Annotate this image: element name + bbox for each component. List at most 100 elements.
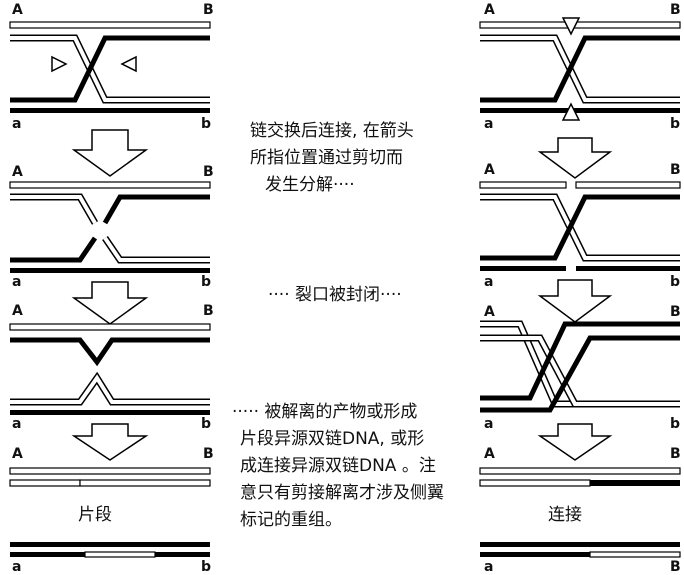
light-strand — [479, 467, 681, 475]
label-a: a — [12, 116, 21, 132]
label-A: A — [484, 304, 495, 320]
light-strand — [10, 374, 210, 404]
label-B: B — [670, 162, 681, 178]
label-A: A — [12, 446, 23, 462]
left-stage-3: A B a b — [9, 303, 214, 432]
label-A: A — [12, 303, 23, 319]
caption-step1-line1: 链交换后连接, 在箭头 — [250, 121, 414, 141]
caption-step3-line3: 成连接异源双链DNA 。注 — [240, 456, 436, 476]
caption-step3-line5: 标记的重组。 — [240, 510, 342, 530]
dark-strand — [480, 194, 680, 261]
caption-step3-line1: ····· 被解离的产物或形成 — [232, 402, 417, 422]
light-strand-outline — [480, 334, 680, 408]
label-A: A — [12, 164, 23, 180]
dark-strand — [102, 194, 210, 225]
right-stage-3: A B a b — [480, 304, 681, 432]
cut-arrow-icon — [51, 55, 68, 73]
dark-strand — [480, 108, 680, 113]
light-strand — [10, 36, 210, 102]
light-strand-outline — [10, 34, 210, 104]
label-b: b — [670, 416, 680, 432]
light-strand — [479, 479, 591, 487]
label-B: B — [670, 304, 681, 320]
label-B: B — [670, 446, 681, 462]
light-strand — [84, 551, 156, 558]
dark-strand — [10, 542, 210, 547]
light-strand — [9, 467, 211, 475]
down-arrow-icon — [537, 279, 613, 323]
caption-step2: ···· 裂口被封闭···· — [268, 285, 402, 305]
caption-step3-line4: 意只有剪接解离才涉及侧翼 — [240, 483, 444, 503]
light-strand — [79, 479, 211, 487]
label-b: b — [670, 274, 680, 290]
dark-strand — [155, 552, 210, 557]
dark-strand — [480, 266, 566, 271]
label-b: b — [201, 559, 211, 575]
down-arrow-icon — [71, 281, 149, 325]
product-label-left: 片段 — [78, 505, 112, 525]
left-stage-1: A B a b — [9, 2, 214, 132]
label-a: a — [12, 274, 21, 290]
light-strand — [479, 181, 567, 189]
right-stage-1: A B a b — [479, 2, 681, 132]
left-product: A B 片段 a b — [9, 446, 214, 575]
light-strand — [9, 323, 211, 331]
dark-strand — [10, 108, 210, 113]
dark-strand — [480, 542, 680, 547]
caption-step1-line2: 所指位置通过剪切而 — [250, 148, 403, 168]
label-A: A — [484, 2, 495, 18]
light-strand — [9, 181, 211, 189]
dark-strand — [590, 480, 680, 486]
light-strand — [575, 181, 681, 189]
light-strand — [589, 551, 681, 558]
label-B: B — [203, 164, 214, 180]
label-A: A — [12, 2, 23, 18]
dark-strand — [10, 268, 210, 273]
label-b: b — [201, 274, 211, 290]
label-B: B — [203, 446, 214, 462]
label-B: B — [670, 559, 681, 575]
dark-strand — [10, 35, 210, 103]
caption-step1-line3: 发生分解···· — [265, 175, 355, 195]
label-A: A — [484, 446, 495, 462]
label-b: b — [670, 116, 680, 132]
dark-strand — [10, 410, 210, 415]
dark-strand — [10, 337, 210, 367]
label-b: b — [201, 116, 211, 132]
dark-strand — [576, 266, 680, 271]
right-stage-2: A B a b — [479, 162, 681, 290]
label-A: A — [484, 162, 495, 178]
dark-strand — [10, 236, 98, 263]
left-column: A B a b A B — [9, 2, 214, 575]
label-a: a — [484, 416, 493, 432]
light-strand — [9, 479, 81, 487]
label-a: a — [12, 416, 21, 432]
light-strand — [9, 21, 211, 29]
down-arrow-icon — [537, 137, 613, 179]
label-B: B — [670, 2, 681, 18]
caption-step3-line2: 片段异源双链DNA, 或形 — [240, 429, 424, 449]
label-a: a — [484, 274, 493, 290]
right-column: A B a b A B a b — [479, 2, 681, 575]
dark-strand — [480, 335, 680, 413]
cut-arrow-icon — [561, 102, 581, 121]
down-arrow-icon — [71, 129, 149, 177]
light-strand — [479, 21, 681, 29]
label-a: a — [484, 116, 493, 132]
down-arrow-icon — [537, 423, 613, 461]
label-B: B — [203, 303, 214, 319]
left-stage-2: A B a b — [9, 164, 214, 290]
down-arrow-icon — [71, 423, 149, 461]
right-product: A B 连接 a B — [479, 446, 681, 575]
label-b: b — [201, 416, 211, 432]
light-strand — [480, 336, 680, 406]
dark-strand — [10, 552, 85, 557]
label-B: B — [203, 2, 214, 18]
label-a: a — [484, 559, 493, 575]
cut-arrow-icon — [561, 17, 581, 36]
dark-strand — [480, 321, 680, 401]
dark-strand — [480, 35, 680, 103]
product-label-right: 连接 — [548, 505, 582, 525]
dark-strand — [480, 552, 590, 557]
